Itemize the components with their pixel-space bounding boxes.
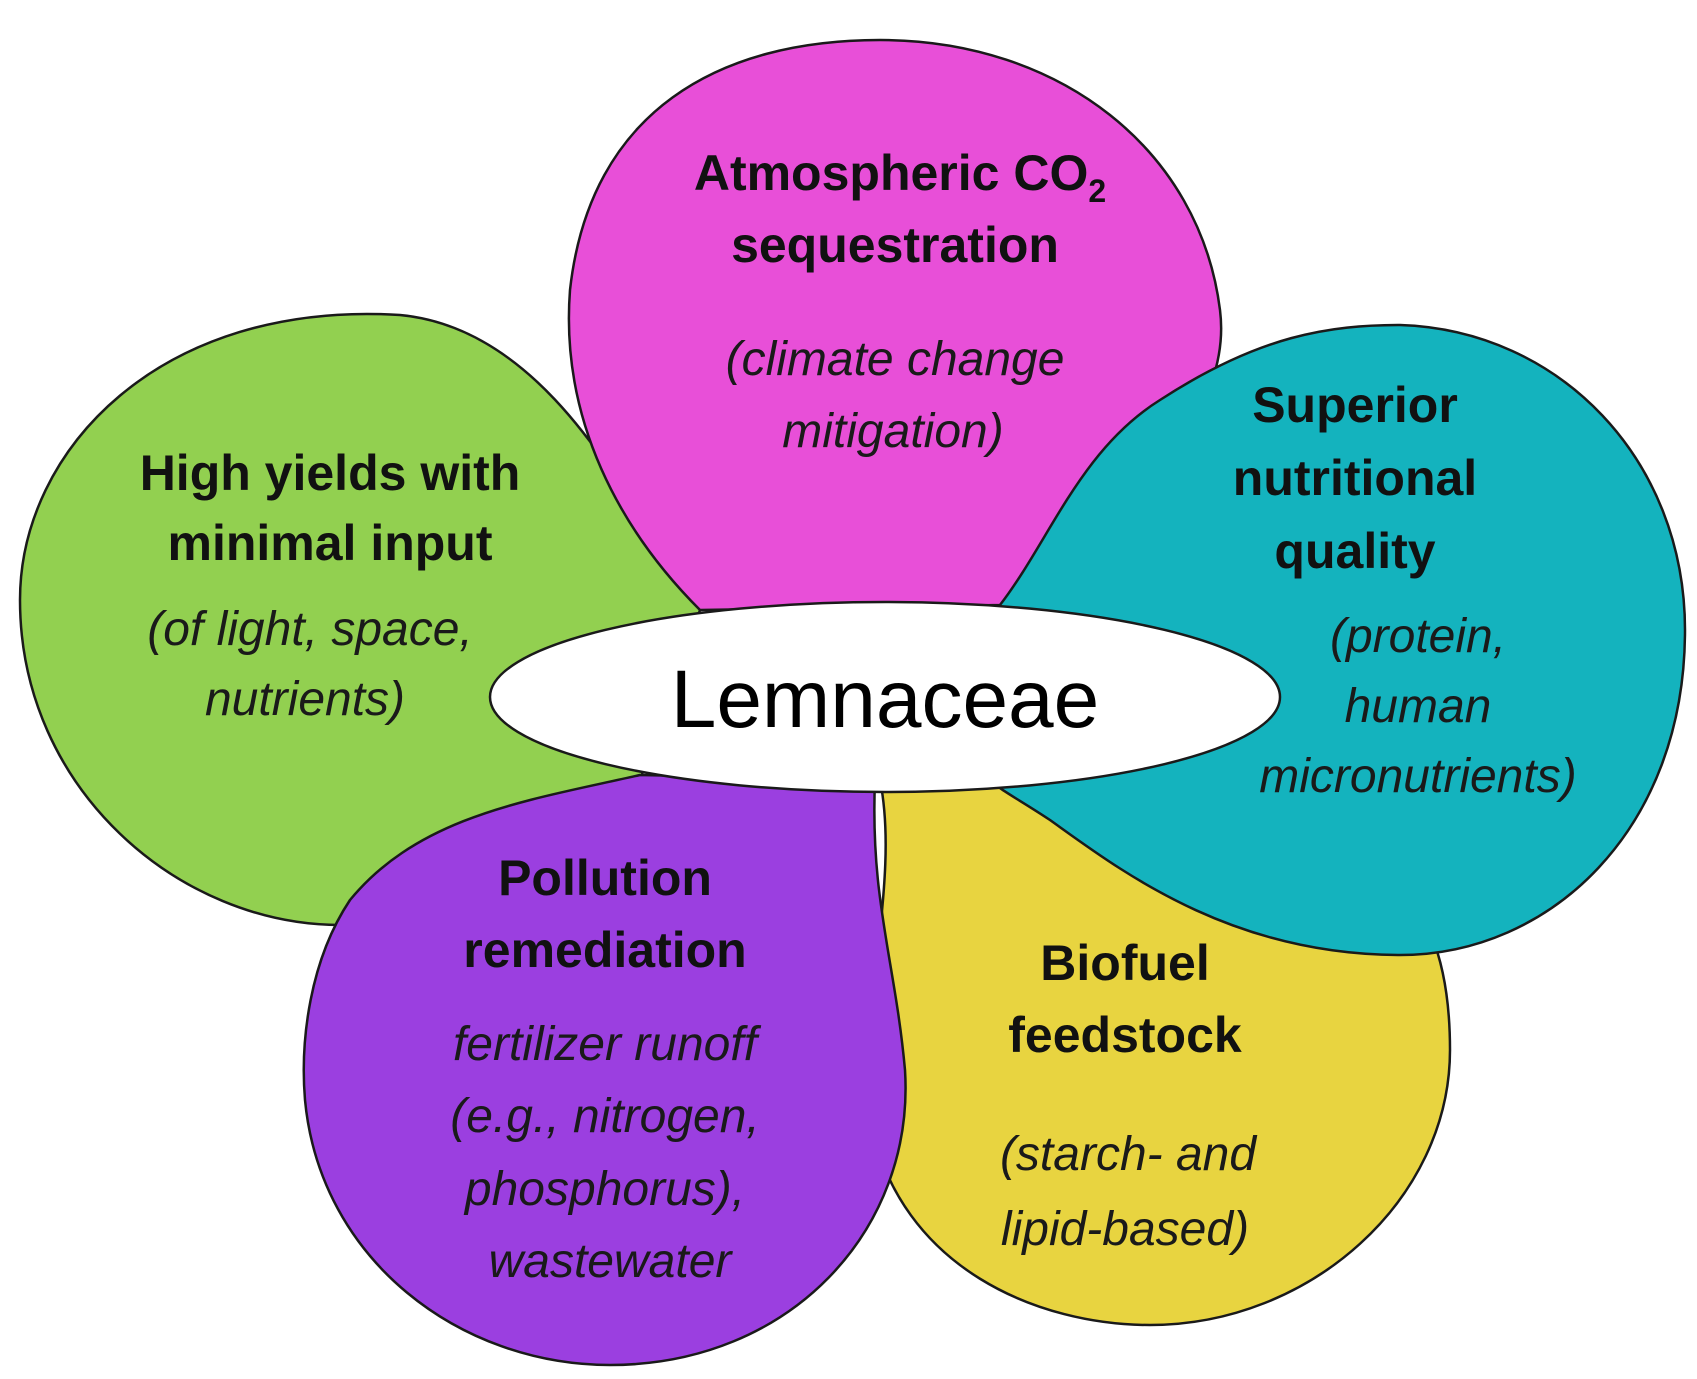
petal-co2-sequestration: Atmospheric CO2 sequestration (climate c… (567, 38, 1223, 612)
petal-note-line: human (1345, 680, 1492, 733)
petal-title-line: Pollution (498, 850, 712, 906)
petal-title-line: High yields with (140, 445, 521, 501)
petal-note-line: (of light, space, (147, 603, 473, 656)
co2-title-main: Atmospheric CO (694, 145, 1089, 201)
petal-note-line: phosphorus), (463, 1163, 745, 1216)
petal-high-yields: High yields with minimal input (of light… (18, 312, 702, 927)
petal-note-line: nutrients) (205, 673, 405, 726)
petal-title-line: Biofuel (1040, 935, 1209, 991)
center-ellipse (488, 600, 1282, 794)
petal-shape-purple (302, 773, 907, 1367)
petal-note-line: mitigation) (782, 405, 1003, 458)
petal-pollution-remediation: Pollution remediation fertilizer runoff … (302, 773, 907, 1367)
petal-note-line: (protein, (1330, 610, 1506, 663)
petal-title-line: nutritional (1233, 450, 1477, 506)
petal-title-line: sequestration (731, 217, 1059, 273)
center-label: Lemnaceae (671, 654, 1100, 745)
petal-title-line: Superior (1252, 377, 1458, 433)
center-node: Lemnaceae (488, 600, 1282, 794)
petal-note-line: (climate change (726, 333, 1065, 386)
petal-note-line: micronutrients) (1259, 750, 1576, 803)
petal-nutritional-quality: Superior nutritional quality (protein, h… (988, 323, 1687, 957)
petal-note-line: (e.g., nitrogen, (450, 1090, 760, 1143)
petal-title-line: remediation (463, 922, 746, 978)
petal-note-line: (starch- and (1000, 1128, 1257, 1181)
petal-title-line: Atmospheric CO2 (694, 145, 1106, 209)
petal-title-line: quality (1274, 523, 1435, 579)
petal-note-line: fertilizer runoff (453, 1018, 762, 1071)
petal-title-line: feedstock (1008, 1007, 1242, 1063)
petal-shape-teal (988, 323, 1687, 957)
petal-note-line: wastewater (489, 1235, 734, 1288)
co2-subscript: 2 (1088, 173, 1106, 209)
petal-note-line: lipid-based) (1001, 1203, 1249, 1256)
petal-title-line: minimal input (168, 515, 493, 571)
